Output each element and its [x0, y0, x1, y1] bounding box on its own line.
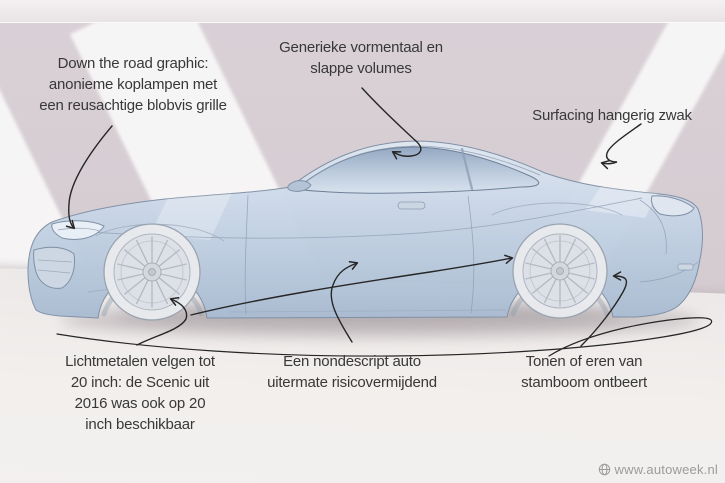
arrow-windshield — [361, 87, 422, 160]
taillight — [651, 195, 695, 217]
door-handle — [397, 201, 426, 210]
arrow-front-wheel — [136, 296, 188, 346]
annotation-line-text: 2016 was ook op 20 — [74, 395, 206, 412]
annotation-wheels: Lichtmetalen velgen tot 20 inch: de Scen… — [65, 351, 215, 435]
ceiling-light-band — [0, 0, 725, 23]
annotation-line-text: Generieke vormentaal en — [279, 39, 443, 56]
annotation-line-text: Down the road graphic: — [57, 55, 209, 72]
watermark: www.autoweek.nl — [598, 462, 718, 477]
annotation-form-language: Generieke vormentaal en slappe volumes — [279, 37, 443, 79]
front-wheel — [103, 223, 201, 321]
watermark-text: www.autoweek.nl — [614, 462, 718, 477]
annotation-nondescript: Een nondescript auto uitermate risicover… — [267, 351, 437, 393]
grille — [33, 246, 75, 289]
globe-icon — [598, 463, 610, 476]
annotation-heritage: Tonen of eren van stamboom ontbeert — [521, 351, 647, 393]
annotation-lines — [56, 87, 713, 357]
arrow-rear-wheel-hook — [580, 271, 628, 347]
annotation-front-graphic: Down the road graphic: anonieme koplampe… — [39, 53, 227, 116]
annotation-line-text: Surfacing hangerig zwak — [532, 107, 692, 124]
side-mirror — [287, 180, 312, 192]
annotation-line-text: inch beschikbaar — [85, 416, 195, 433]
arrow-headlight — [65, 125, 113, 230]
arrow-rear-wheel-long — [190, 254, 514, 316]
floor-swoosh-line — [56, 317, 713, 357]
annotation-line-text: Lichtmetalen velgen tot — [65, 353, 215, 370]
annotation-line-text: 20 inch: de Scenic uit — [70, 374, 210, 391]
annotation-line-text: Tonen of eren van — [525, 353, 643, 370]
side-glass — [294, 146, 540, 194]
annotation-line-text: een reusachtige blobvis grille — [39, 97, 227, 114]
arrow-rear-deck — [600, 123, 642, 170]
arrow-door — [330, 260, 359, 343]
annotation-line-text: Een nondescript auto — [283, 353, 421, 370]
rear-wheel — [512, 223, 608, 319]
annotation-surfacing: Surfacing hangerig zwak — [532, 105, 692, 126]
headlight — [51, 220, 105, 240]
annotation-line-text: anonieme koplampen met — [48, 76, 218, 93]
annotation-line-text: uitermate risicovermijdend — [267, 374, 437, 391]
annotation-line-text: stamboom ontbeert — [521, 374, 647, 391]
annotation-line-text: slappe volumes — [310, 60, 412, 77]
